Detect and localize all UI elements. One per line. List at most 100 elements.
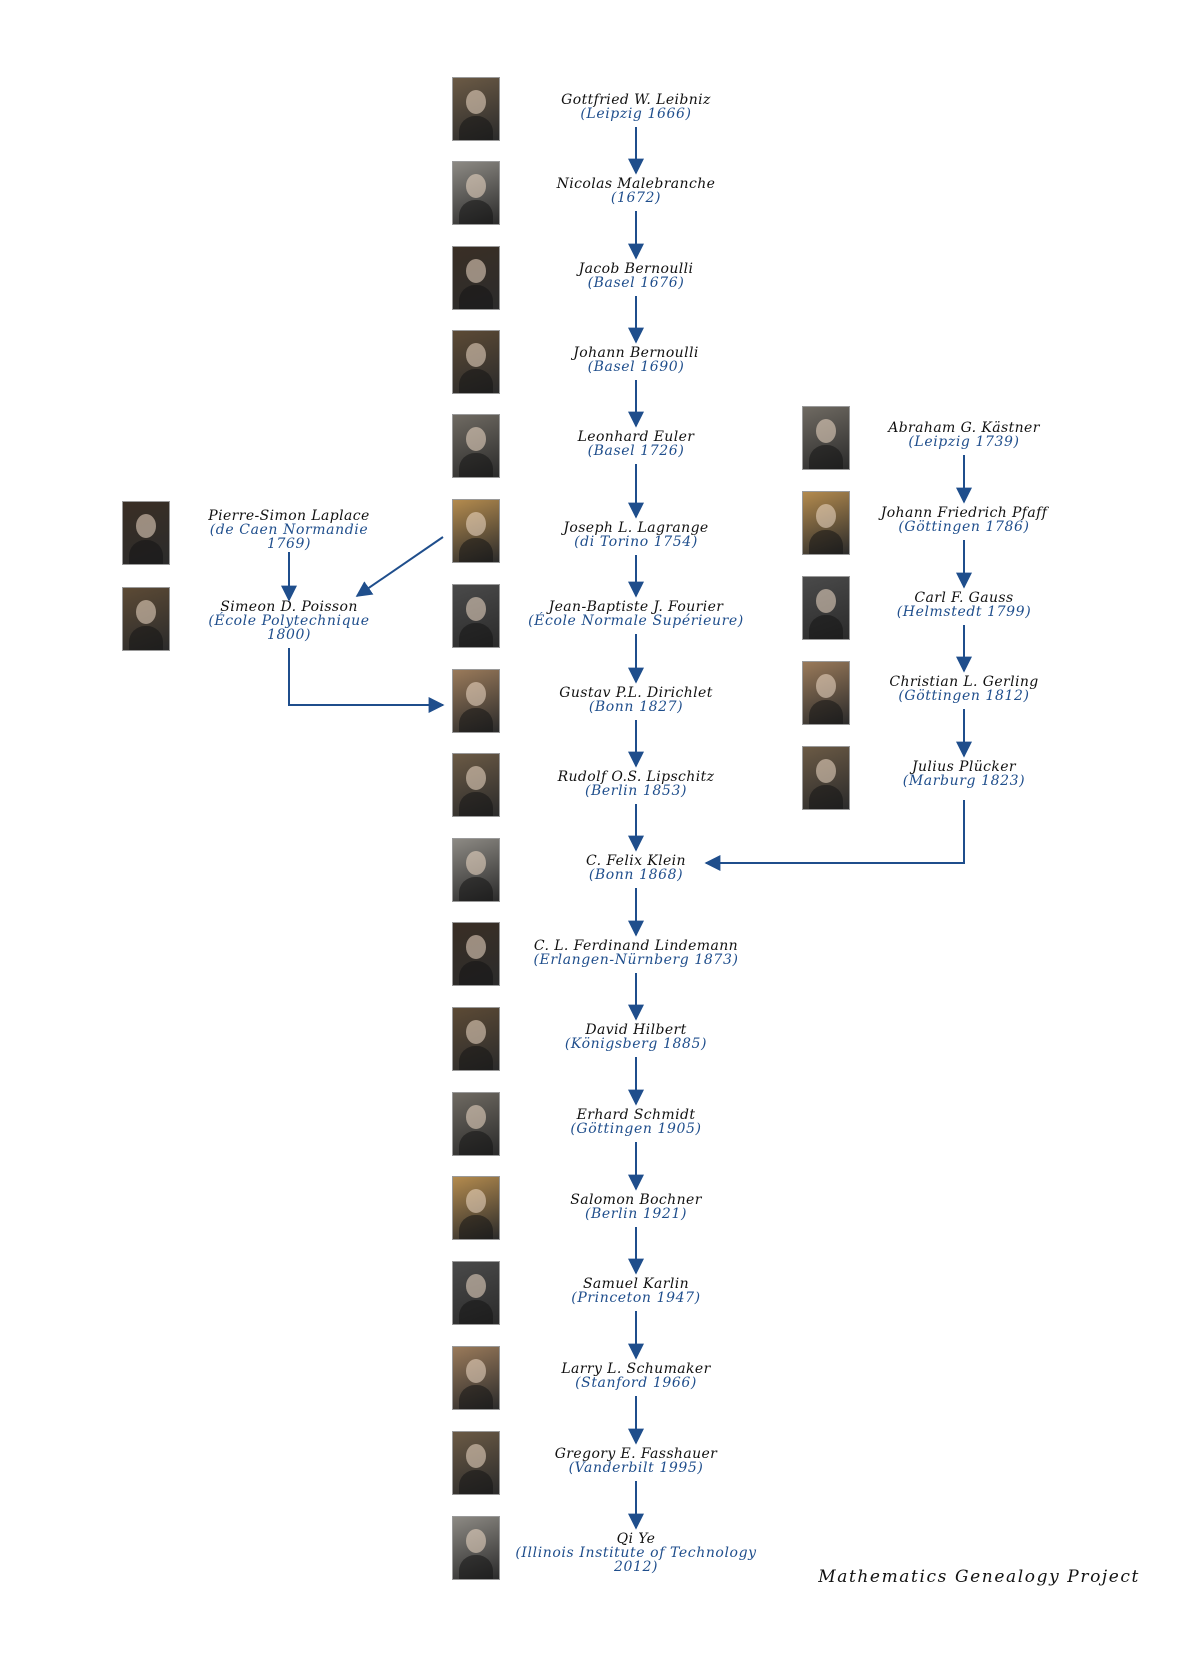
person-name: Qi Ye [616, 1531, 656, 1547]
person-name: Nicolas Malebranche [556, 176, 716, 192]
person-node-karlin: Samuel Karlin(Princeton 1947) [506, 1277, 766, 1305]
portrait-icon [452, 584, 500, 648]
person-node-leibniz: Gottfried W. Leibniz(Leipzig 1666) [506, 93, 766, 121]
portrait-icon [452, 330, 500, 394]
edge-plucker-to-klein [704, 800, 965, 871]
portrait-icon [452, 1431, 500, 1495]
person-node-schmidt: Erhard Schmidt(Göttingen 1905) [506, 1108, 766, 1136]
footer-label: Mathematics Genealogy Project [818, 1567, 1140, 1587]
person-name: Johann Friedrich Pfaff [880, 505, 1048, 521]
person-affiliation: (di Torino 1754) [574, 534, 698, 550]
person-name: Erhard Schmidt [576, 1107, 696, 1123]
person-name: David Hilbert [585, 1022, 687, 1038]
person-node-pfaff: Johann Friedrich Pfaff(Göttingen 1786) [834, 506, 1094, 534]
person-node-fasshauer: Gregory E. Fasshauer(Vanderbilt 1995) [506, 1447, 766, 1475]
person-name: Julius Plücker [911, 759, 1017, 775]
portrait-icon [122, 587, 170, 651]
person-node-euler: Leonhard Euler(Basel 1726) [506, 430, 766, 458]
person-name: Christian L. Gerling [889, 674, 1039, 690]
person-name: Gottfried W. Leibniz [561, 92, 711, 108]
person-name: Leonhard Euler [577, 429, 695, 445]
portrait-icon [452, 414, 500, 478]
person-node-kastner: Abraham G. Kästner(Leipzig 1739) [834, 421, 1094, 449]
person-affiliation: (de Caen Normandie [209, 522, 369, 538]
person-name: C. L. Ferdinand Lindemann [533, 938, 739, 954]
portrait-icon [452, 1346, 500, 1410]
person-name: Larry L. Schumaker [561, 1361, 711, 1377]
person-affiliation: (Göttingen 1812) [898, 688, 1030, 704]
person-node-klein: C. Felix Klein(Bonn 1868) [506, 854, 766, 882]
edge-poisson-to-dirichlet [288, 648, 445, 713]
person-affiliation: (Helmstedt 1799) [896, 604, 1032, 620]
person-name: Johann Bernoulli [573, 345, 699, 361]
person-node-lindemann: C. L. Ferdinand Lindemann(Erlangen-Nürnb… [506, 939, 766, 967]
person-name: Gustav P.L. Dirichlet [559, 685, 713, 701]
portrait-icon [452, 499, 500, 563]
person-name: Pierre-Simon Laplace [208, 508, 370, 524]
person-node-malebranche: Nicolas Malebranche(1672) [506, 177, 766, 205]
person-name: C. Felix Klein [586, 853, 686, 869]
person-name: Jacob Bernoulli [578, 261, 694, 277]
person-affiliation: (Bonn 1827) [588, 699, 684, 715]
portrait-icon [802, 406, 850, 470]
person-affiliation: (1672) [610, 190, 662, 206]
person-affiliation: (Königsberg 1885) [564, 1036, 708, 1052]
person-affiliation: 1800) [266, 627, 312, 643]
person-name: Joseph L. Lagrange [563, 520, 709, 536]
portrait-icon [452, 669, 500, 733]
portrait-icon [802, 661, 850, 725]
edge-lagrange-to-poisson [355, 536, 444, 597]
person-node-lagrange: Joseph L. Lagrange(di Torino 1754) [506, 521, 766, 549]
person-name: Carl F. Gauss [914, 590, 1014, 606]
portrait-icon [452, 753, 500, 817]
person-affiliation: (École Polytechnique [208, 613, 370, 629]
person-node-johann-bernoulli: Johann Bernoulli(Basel 1690) [506, 346, 766, 374]
person-affiliation: (Basel 1690) [587, 359, 685, 375]
portrait-icon [802, 746, 850, 810]
person-affiliation: (Basel 1726) [587, 443, 685, 459]
portrait-icon [452, 77, 500, 141]
person-affiliation: 2012) [613, 1559, 659, 1575]
person-node-gerling: Christian L. Gerling(Göttingen 1812) [834, 675, 1094, 703]
person-affiliation: (Leipzig 1666) [580, 106, 692, 122]
person-affiliation: (Vanderbilt 1995) [568, 1460, 704, 1476]
portrait-icon [452, 246, 500, 310]
person-affiliation: (Stanford 1966) [575, 1375, 697, 1391]
person-affiliation: 1769) [266, 536, 312, 552]
person-name: Rudolf O.S. Lipschitz [557, 769, 715, 785]
person-name: Gregory E. Fasshauer [554, 1446, 718, 1462]
person-node-dirichlet: Gustav P.L. Dirichlet(Bonn 1827) [506, 686, 766, 714]
portrait-icon [122, 501, 170, 565]
portrait-icon [452, 1261, 500, 1325]
person-node-bochner: Salomon Bochner(Berlin 1921) [506, 1193, 766, 1221]
person-node-lipschitz: Rudolf O.S. Lipschitz(Berlin 1853) [506, 770, 766, 798]
person-node-hilbert: David Hilbert(Königsberg 1885) [506, 1023, 766, 1051]
person-node-gauss: Carl F. Gauss(Helmstedt 1799) [834, 591, 1094, 619]
person-affiliation: (Bonn 1868) [588, 867, 684, 883]
person-name: Jean-Baptiste J. Fourier [548, 599, 724, 615]
person-affiliation: (Basel 1676) [587, 275, 685, 291]
person-affiliation: (Illinois Institute of Technology [515, 1545, 757, 1561]
person-affiliation: (Princeton 1947) [571, 1290, 701, 1306]
portrait-icon [452, 161, 500, 225]
portrait-icon [452, 838, 500, 902]
person-affiliation: (École Normale Supérieure) [528, 613, 744, 629]
portrait-icon [802, 576, 850, 640]
person-name: Simeon D. Poisson [220, 599, 358, 615]
person-node-jacob-bernoulli: Jacob Bernoulli(Basel 1676) [506, 262, 766, 290]
person-affiliation: (Leipzig 1739) [908, 434, 1020, 450]
person-affiliation: (Erlangen-Nürnberg 1873) [533, 952, 739, 968]
person-affiliation: (Berlin 1853) [584, 783, 688, 799]
portrait-icon [452, 922, 500, 986]
person-node-plucker: Julius Plücker(Marburg 1823) [834, 760, 1094, 788]
person-affiliation: (Marburg 1823) [902, 773, 1026, 789]
person-affiliation: (Göttingen 1905) [570, 1121, 702, 1137]
person-affiliation: (Göttingen 1786) [898, 519, 1030, 535]
person-node-schumaker: Larry L. Schumaker(Stanford 1966) [506, 1362, 766, 1390]
person-name: Salomon Bochner [570, 1192, 702, 1208]
person-name: Samuel Karlin [582, 1276, 690, 1292]
